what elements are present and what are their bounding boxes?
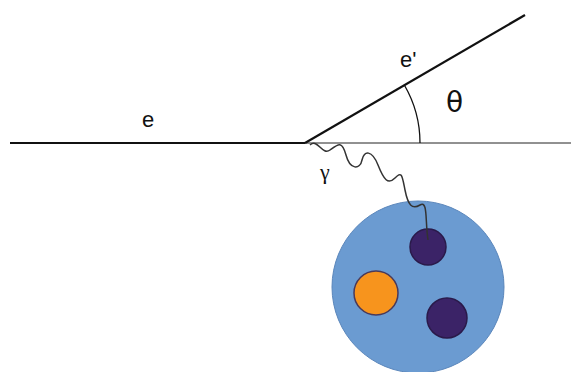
scattered-electron-line [305,15,525,143]
angle-label: θ [446,88,463,119]
photon-label: γ [318,160,332,184]
quark-circle [427,298,467,338]
photon-wave [310,143,428,240]
angle-arc [405,86,420,144]
particle-label: e' [400,48,416,72]
reference-axis [305,143,571,144]
particle-label: e [142,108,154,132]
incoming-electron-line [10,142,305,144]
quark-circle [354,271,398,315]
proton-circle [332,201,504,372]
